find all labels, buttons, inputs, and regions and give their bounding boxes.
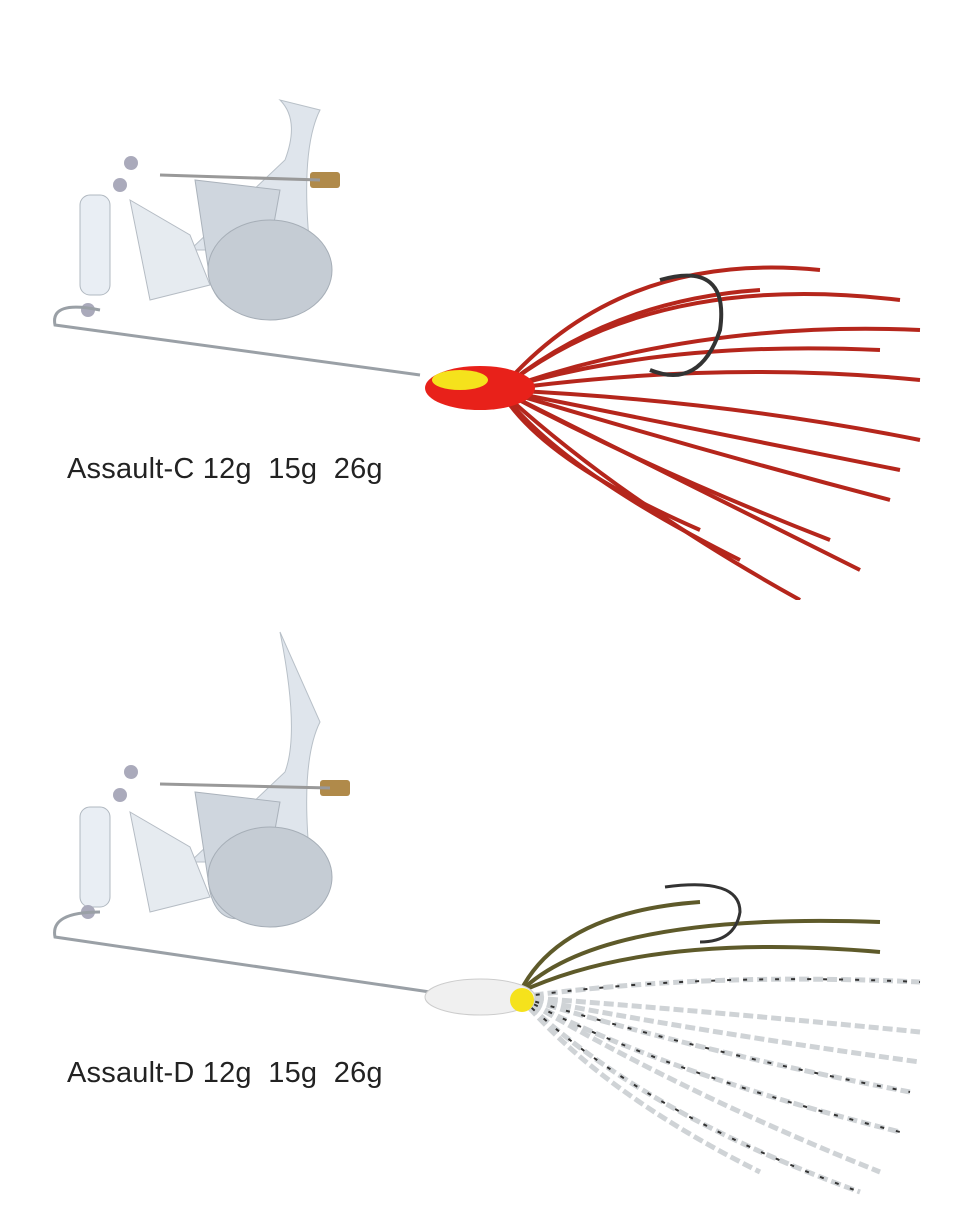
product-label-assault-c: Assault-C 12g 15g 26g (67, 453, 383, 485)
product-assault-c: Assault-C 12g 15g 26g (0, 0, 960, 600)
product-label-assault-d: Assault-D 12g 15g 26g (67, 1057, 383, 1089)
product-assault-d: Assault-D 12g 15g 26g (0, 612, 960, 1212)
buzzbait-lure-white-image (53, 631, 921, 1195)
buzzbait-lure-red-image (53, 99, 921, 600)
